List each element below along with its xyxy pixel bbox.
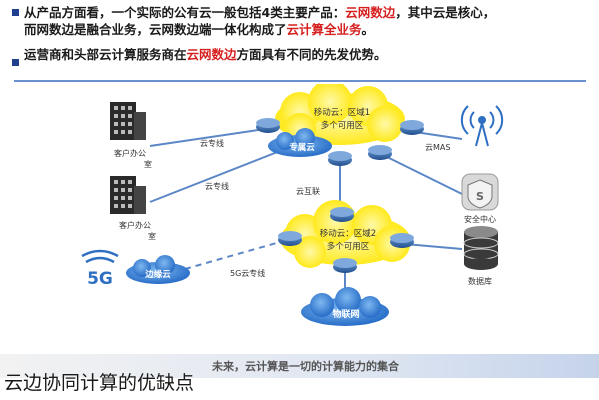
router-icon xyxy=(278,231,302,246)
database-label: 数据库 xyxy=(468,276,492,286)
cloud-line-1-label: 云专线 xyxy=(200,138,224,148)
5g-signal-icon: 5G xyxy=(81,249,119,289)
router-icon xyxy=(390,233,414,248)
cloud-region-1-line-2: 多个可用区 xyxy=(321,120,364,131)
cloud-iot-label: 物联网 xyxy=(332,308,359,320)
cloud-edge-label: 边缘云 xyxy=(144,269,171,280)
bullet-3-seg-0: 运营商和头部云计算服务商在 xyxy=(24,47,187,62)
link-5g xyxy=(184,241,281,270)
link-office2-dedicated xyxy=(149,148,286,203)
footer-bar: 未来，云计算是一切的计算能力的集合 xyxy=(0,354,599,378)
bullet-1-seg-2: ，其中云是核心， xyxy=(395,5,496,20)
five-g-label: 5G云专线 xyxy=(230,268,265,278)
building-icon xyxy=(110,176,146,214)
office-2-label-1: 客户办公 xyxy=(119,220,151,230)
cloud-region-2-line-2: 多个可用区 xyxy=(327,241,370,252)
building-icon xyxy=(110,102,146,140)
database-icon xyxy=(463,226,499,270)
shield-icon: S xyxy=(461,173,499,211)
routers xyxy=(256,118,424,273)
bullet-line-2: 运营商和头部云计算服务商在云网数边方面具有不同的先发优势。 xyxy=(24,46,584,63)
slide: 从产品方面看，一个实际的公有云一般包括4类主要产品：云网数边，其中云是核心， 而… xyxy=(0,4,599,378)
svg-text:S: S xyxy=(476,190,484,203)
link-mas xyxy=(414,131,463,140)
bullet-3-seg-2: 方面具有不同的先发优势。 xyxy=(236,47,387,62)
router-icon xyxy=(400,120,424,135)
cloud-interconnect-label: 云互联 xyxy=(296,187,320,196)
cloud-region-2: 移动云：区域2 多个可用区 xyxy=(280,200,410,268)
router-icon xyxy=(328,151,352,166)
footer-text: 未来，云计算是一切的计算能力的集合 xyxy=(212,360,399,373)
link-lines xyxy=(149,128,463,297)
cloud-edge: 边缘云 xyxy=(126,255,190,284)
bullet-2-seg-2: 。 xyxy=(361,22,375,37)
office-1-label-1: 客户办公 xyxy=(114,148,146,158)
cloud-region-1-line-1: 移动云：区域1 xyxy=(314,107,370,118)
page-caption: 云边协同计算的优缺点 xyxy=(4,372,195,394)
bullet-2-seg-1: 云计算全业务 xyxy=(286,22,362,37)
cloud-iot: 物联网 xyxy=(301,287,389,326)
bullet-list: 从产品方面看，一个实际的公有云一般包括4类主要产品：云网数边，其中云是核心， 而… xyxy=(24,4,584,63)
bullet-1-seg-0: 从产品方面看，一个实际的公有云一般包括4类主要产品： xyxy=(24,5,346,20)
bullet-line-1b: 而网数边是融合业务，云网数边端一体化构成了云计算全业务。 xyxy=(24,21,584,38)
link-database xyxy=(404,243,463,250)
cloud-dedicated-label: 专属云 xyxy=(289,142,315,153)
svg-text:5G: 5G xyxy=(87,269,113,289)
bullet-marker-1 xyxy=(12,9,19,16)
network-diagram: 移动云：区域1 多个可用区 专属云 移动云：区域2 多个可用区 边缘云 xyxy=(81,84,504,326)
bullet-2-seg-0: 而网数边是融合业务，云网数边端一体化构成了 xyxy=(24,22,287,37)
router-icon xyxy=(256,118,280,133)
bullet-marker-2 xyxy=(12,59,19,66)
router-icon xyxy=(368,145,392,160)
bullet-3-seg-1: 云网数边 xyxy=(186,47,237,62)
cloud-mas-label: 云MAS xyxy=(425,143,450,152)
link-office1-top xyxy=(149,128,266,147)
office-2-label-2: 室 xyxy=(148,231,156,241)
link-security xyxy=(384,155,463,195)
cloud-region-2-line-1: 移动云：区域2 xyxy=(320,228,376,239)
router-icon xyxy=(330,207,354,222)
antenna-icon xyxy=(460,105,504,147)
bullet-1-seg-1: 云网数边 xyxy=(345,5,396,20)
security-label: 安全中心 xyxy=(464,214,496,224)
router-icon xyxy=(333,258,357,273)
cloud-line-2-label: 云专线 xyxy=(205,181,229,191)
bullet-line-1: 从产品方面看，一个实际的公有云一般包括4类主要产品：云网数边，其中云是核心， xyxy=(24,4,584,21)
divider xyxy=(14,80,586,82)
office-1-label-2: 室 xyxy=(144,159,152,169)
cloud-dedicated: 专属云 xyxy=(268,128,332,157)
